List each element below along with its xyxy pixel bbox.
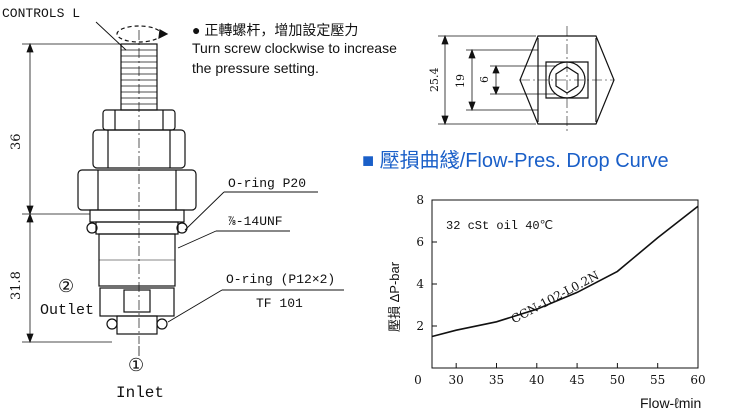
x-tick-label: 35 <box>489 373 504 387</box>
note-zh: ● 正轉螺杆，增加設定壓力 <box>192 22 359 38</box>
dim-6: 6 <box>478 76 491 83</box>
vertical-dimensions <box>22 42 120 344</box>
tf101-label: TF 101 <box>256 296 303 311</box>
series-label: CCN-102-L0.2N <box>509 268 602 326</box>
x-tick-label: 30 <box>449 373 464 387</box>
outlet-port-number: ② <box>58 276 75 297</box>
chart-title: ■ 壓損曲綫/Flow-Pres. Drop Curve <box>362 150 669 172</box>
leader-lines <box>95 21 344 323</box>
note-en-line2: the pressure setting. <box>192 60 319 76</box>
inlet-port-label: Inlet <box>116 384 165 402</box>
x-tick-label: 60 <box>690 373 705 387</box>
x-tick-label: 45 <box>569 373 584 387</box>
oring-p20-label: O-ring P20 <box>228 176 307 191</box>
controls-label: CONTROLS L <box>2 6 81 21</box>
outlet-port-label: Outlet <box>40 302 95 319</box>
y-tick-label: 6 <box>416 235 424 249</box>
chart-xlabel: Flow-ℓmin <box>640 395 702 411</box>
x-tick-label: 50 <box>610 373 625 387</box>
y-tick-label: 8 <box>416 193 424 207</box>
end-view-dimensions <box>438 34 556 126</box>
oring-p12-label: O-ring (P12×2) <box>226 272 336 287</box>
y-tick-label: 4 <box>416 277 424 291</box>
note-en-line1: Turn screw clockwise to increase <box>192 40 397 56</box>
x-tick-label: 55 <box>650 373 665 387</box>
dim-25-4: 25.4 <box>428 68 441 93</box>
chart-ylabel: 壓損 ΔP-bar <box>387 261 402 332</box>
valve-side-view <box>77 25 197 344</box>
x-tick-label: 40 <box>529 373 544 387</box>
y-tick-label: 2 <box>416 319 424 333</box>
valve-end-view <box>519 26 615 134</box>
chart-annotation: 32 cSt oil 40℃ <box>446 219 554 233</box>
series-line <box>431 205 699 338</box>
dim-36: 36 <box>9 133 24 150</box>
inlet-port-number: ① <box>128 355 145 376</box>
unf-thread-label: ⅞-14UNF <box>228 214 283 229</box>
dim-31-8: 31.8 <box>9 271 24 300</box>
x-tick-label: 0 <box>414 373 422 387</box>
dim-19: 19 <box>454 74 467 88</box>
